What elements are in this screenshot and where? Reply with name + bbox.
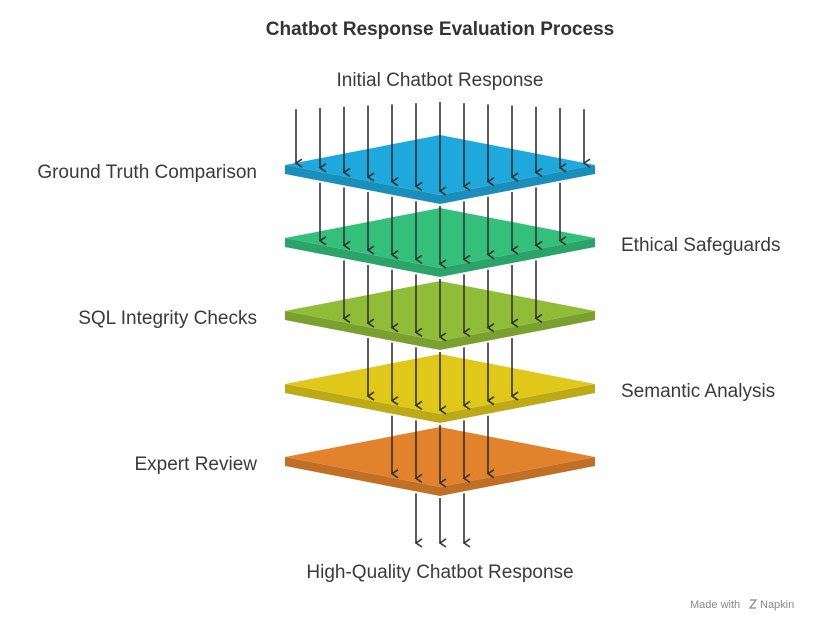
arrows-into-layer-2 <box>318 182 567 269</box>
layer-label-5: Expert Review <box>135 454 258 475</box>
arrows-into-layer-1 <box>294 102 591 196</box>
layer-side <box>285 311 595 350</box>
layer-side <box>285 238 595 277</box>
arrows-into-layer-3 <box>342 260 543 342</box>
arrows-into-layer-5 <box>390 415 495 488</box>
layer-side <box>285 457 595 496</box>
arrows-into-layer-4 <box>366 338 519 415</box>
layer-label-4: Semantic Analysis <box>621 381 775 402</box>
layer-side <box>285 165 595 204</box>
layer-label-3: SQL Integrity Checks <box>78 308 257 329</box>
layer-label-2: Ethical Safeguards <box>621 235 781 256</box>
diagram-title: Chatbot Response Evaluation Process <box>266 19 614 40</box>
footer-made-with: Made with <box>690 599 740 611</box>
footer-credit: Made with Napkin <box>690 599 794 611</box>
output-label: High-Quality Chatbot Response <box>306 562 573 583</box>
footer-brand: Napkin <box>760 599 794 611</box>
arrows-group <box>294 102 591 548</box>
layer-side <box>285 384 595 423</box>
output-arrows <box>414 493 471 548</box>
layer-label-1: Ground Truth Comparison <box>37 162 257 183</box>
input-label: Initial Chatbot Response <box>336 70 543 91</box>
napkin-logo-icon <box>748 599 758 609</box>
